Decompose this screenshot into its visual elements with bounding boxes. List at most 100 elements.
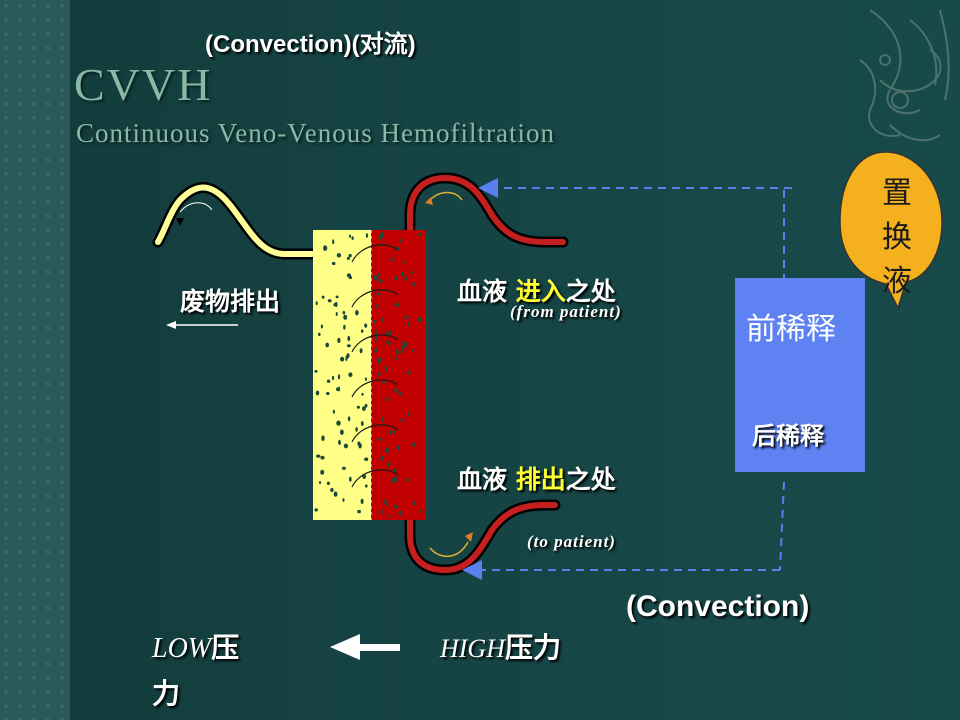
solute-particle <box>327 299 332 303</box>
solute-particle <box>348 253 352 258</box>
solute-particle <box>342 498 345 502</box>
solute-particle <box>347 335 351 342</box>
solute-particle <box>399 392 402 396</box>
solute-particle <box>377 357 382 361</box>
solute-particle <box>378 235 383 241</box>
solute-particle <box>391 478 395 483</box>
solute-particle <box>355 310 359 316</box>
solute-particle <box>361 392 364 396</box>
solute-particle <box>394 303 399 307</box>
replacement-fluid-char-3: 液 <box>882 264 912 299</box>
solute-particle <box>360 498 364 504</box>
solute-particle <box>333 491 338 497</box>
solute-particle <box>320 469 325 475</box>
solute-particle <box>346 273 351 278</box>
solute-particle <box>412 442 416 447</box>
solute-particle <box>347 416 351 422</box>
blood-outlet-suffix: 之处 <box>565 465 616 494</box>
solute-particle <box>380 510 384 514</box>
solute-particle <box>417 317 422 322</box>
solute-particle <box>403 341 408 347</box>
blood-outlet-highlight: 排出 <box>515 465 566 494</box>
solute-particle <box>343 314 348 320</box>
solute-particle <box>346 344 351 348</box>
solute-particle <box>385 331 389 336</box>
solute-particle <box>330 488 334 492</box>
solute-particle <box>402 260 405 264</box>
solute-particle <box>315 301 318 306</box>
solute-particle <box>377 360 381 364</box>
blood-inlet-suffix: 之处 <box>565 277 616 306</box>
solute-particle <box>393 388 398 392</box>
solute-particle <box>332 239 335 245</box>
solute-particle <box>380 456 384 461</box>
blood-inlet-tube <box>404 172 569 248</box>
low-pressure-char-2: 力 <box>152 677 181 710</box>
solute-particle <box>338 439 341 446</box>
solute-particle <box>376 292 381 296</box>
solute-particle <box>348 372 353 378</box>
solute-particle <box>357 509 361 514</box>
solute-particle <box>373 275 378 280</box>
solute-particle <box>325 342 330 348</box>
solute-particle <box>358 443 362 449</box>
solute-particle <box>351 236 354 241</box>
decorative-flourish <box>859 9 950 142</box>
dilution-box <box>735 278 865 472</box>
solute-particle <box>375 304 379 309</box>
solute-particle <box>389 330 392 336</box>
solute-particle <box>382 381 385 385</box>
solute-particle <box>404 315 409 320</box>
solute-particle <box>419 509 423 513</box>
solute-particle <box>320 324 323 329</box>
solute-particle <box>315 390 320 396</box>
solute-particle <box>365 484 368 488</box>
solute-particle <box>385 447 389 454</box>
solute-particle <box>338 386 340 392</box>
solute-particle <box>407 412 410 417</box>
solute-particle <box>349 476 352 482</box>
solute-particle <box>412 282 416 287</box>
solute-particle <box>392 430 397 434</box>
solute-particle <box>374 335 379 341</box>
post-dilution-label: 后稀释 <box>752 422 824 450</box>
solute-particle <box>332 409 335 414</box>
solute-particle <box>318 332 321 337</box>
from-patient-label: (from patient) <box>510 302 622 321</box>
solute-particle <box>355 427 358 432</box>
solute-particle <box>402 340 405 344</box>
solute-particle <box>386 340 391 346</box>
solute-particle <box>377 372 381 376</box>
solute-particle <box>384 499 387 504</box>
convection-flow-arrows <box>351 244 399 488</box>
solute-particle <box>336 420 341 426</box>
solute-particle <box>333 303 337 307</box>
solute-particle <box>364 377 367 381</box>
solute-particle <box>376 272 380 277</box>
pressure-gradient-arrow <box>330 634 400 660</box>
solute-particle <box>381 317 384 322</box>
solute-particle <box>400 272 405 277</box>
waste-out-label: 废物排出 <box>180 287 281 316</box>
subtitle-top: (Convection)(对流) <box>205 31 416 58</box>
solute-particle <box>388 430 393 435</box>
solute-particle <box>398 350 401 356</box>
pre-dilution-label: 前稀释 <box>746 312 836 347</box>
solute-particle <box>340 356 345 362</box>
replacement-fluid-circuit <box>462 178 792 580</box>
solute-particle <box>335 312 338 316</box>
solute-particle <box>393 504 399 509</box>
waste-outlet-tube <box>152 182 318 260</box>
solute-particle <box>360 421 364 426</box>
solute-particle <box>396 445 400 451</box>
solute-particle <box>400 418 404 422</box>
solute-particle <box>346 353 350 359</box>
solute-particle <box>341 466 346 470</box>
solute-particle <box>321 295 325 299</box>
solute-particle <box>390 257 394 262</box>
solute-particle <box>376 277 379 282</box>
solute-particle <box>384 368 387 372</box>
solute-particle <box>399 238 402 243</box>
solute-particle <box>336 253 342 258</box>
solute-particle <box>320 455 325 460</box>
